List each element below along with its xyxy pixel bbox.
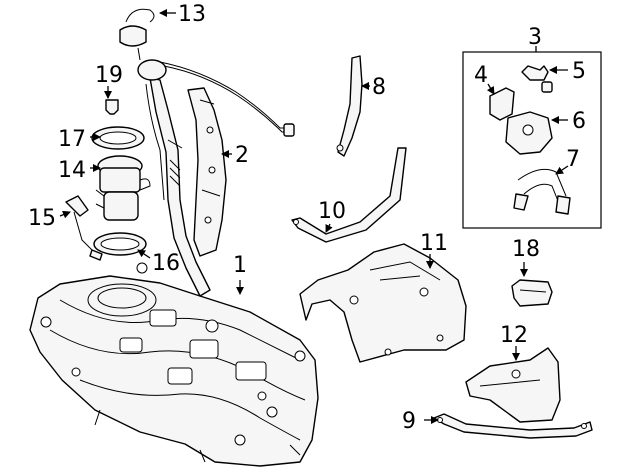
lock-ring <box>91 126 145 150</box>
bracket-8 <box>336 55 363 157</box>
valve-19 <box>105 99 119 115</box>
tank-seal <box>93 232 147 256</box>
fuel-cap <box>119 8 155 61</box>
callout-1: 1 <box>233 253 247 278</box>
fuel-pump <box>95 155 151 221</box>
leader-lines <box>59 9 569 424</box>
fuel-tank <box>29 262 319 467</box>
callout-15: 15 <box>28 206 56 231</box>
callout-14: 14 <box>58 158 86 183</box>
callout-4: 4 <box>474 63 488 88</box>
callout-18: 18 <box>512 237 540 262</box>
callout-6: 6 <box>572 109 586 134</box>
callout-16: 16 <box>152 251 180 276</box>
callout-2: 2 <box>235 143 249 168</box>
callout-11: 11 <box>420 231 448 256</box>
parts-group-box-3 <box>462 51 602 229</box>
filler-neck <box>137 59 295 297</box>
callout-7: 7 <box>566 147 580 172</box>
callout-numbers: 13 19 17 14 15 16 1 2 8 10 11 12 9 18 3 … <box>28 2 586 434</box>
callout-5: 5 <box>572 59 586 84</box>
heat-shield-12 <box>465 347 561 423</box>
callout-8: 8 <box>372 75 386 100</box>
control-module-18 <box>511 279 553 307</box>
callout-10: 10 <box>318 199 346 224</box>
callout-3: 3 <box>528 25 542 50</box>
callout-9: 9 <box>402 409 416 434</box>
tank-strap-10 <box>291 147 407 243</box>
callout-13: 13 <box>178 2 206 27</box>
callout-12: 12 <box>500 323 528 348</box>
filler-shield <box>187 87 227 257</box>
heat-shield-11 <box>299 243 467 363</box>
callout-17: 17 <box>58 127 86 152</box>
fuel-level-sender <box>65 195 103 261</box>
callout-19: 19 <box>95 63 123 88</box>
